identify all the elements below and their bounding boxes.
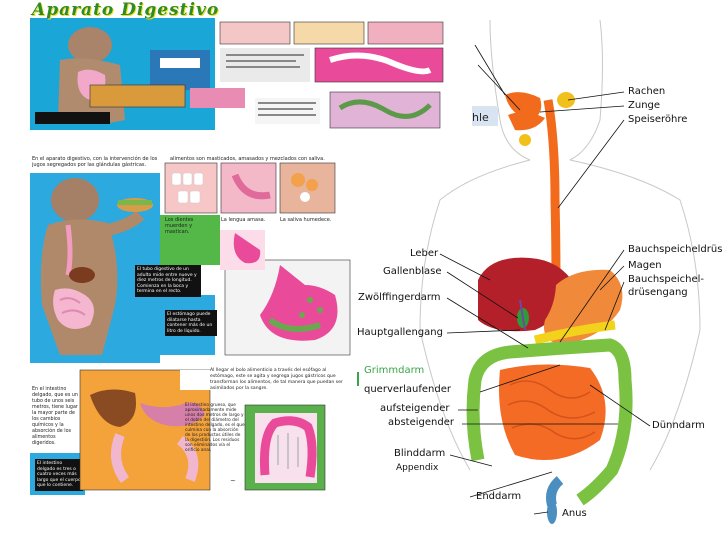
top-poster-artwork	[35, 21, 444, 129]
label-anus: Anus	[562, 508, 587, 519]
cap-tongue: La lengua amasa.	[221, 217, 266, 223]
tube-text-box: El tubo digestivo de un adulto mide entr…	[135, 265, 201, 297]
blood-text-box: El intestino delgado es tres o cuatro ve…	[35, 459, 83, 491]
label-appendix: Appendix	[396, 463, 439, 473]
cap-teeth: Los dientes muerden y mastican.	[165, 217, 194, 235]
mouth-cavity	[505, 92, 542, 120]
label-zunge: Zunge	[628, 100, 661, 111]
label-hauptgallengang: Hauptgallengang	[357, 327, 443, 338]
rectum	[546, 476, 564, 507]
middle-poster-artwork	[40, 162, 351, 356]
middle-poster: En el aparato digestivo, con la interven…	[30, 155, 355, 365]
pancreas	[533, 320, 616, 345]
gallbladder	[517, 308, 529, 328]
stomach	[544, 269, 623, 345]
intestine-text: En el intestino delgado, que es un tubo …	[32, 387, 78, 446]
mouth-text: alimentos son masticados, amasados y mez…	[170, 156, 325, 162]
large-intestine-text: El intestino grueso, que aproximadamente…	[185, 403, 245, 453]
label-blinddarm: Blinddarm	[394, 448, 446, 459]
colon	[466, 338, 633, 506]
salivary-gland	[519, 134, 531, 146]
anus-shape	[547, 500, 557, 524]
label-zwoelffingerdarm: Zwölffingerdarm	[358, 292, 441, 303]
liver	[478, 257, 575, 332]
label-grimmdarm: Grimmdarm	[364, 365, 425, 376]
label-bauchspeicheldruese: Bauchspeicheldrüs	[628, 244, 723, 255]
rachen-gland	[557, 92, 575, 108]
zunge-shape	[508, 112, 545, 131]
signature-mark: ~	[230, 477, 236, 485]
label-rachen: Rachen	[628, 86, 666, 97]
cut-label-tab: hle	[472, 106, 498, 126]
green-panel-bg	[160, 215, 220, 265]
label-bauchspeichel-1: Bauchspeichel-	[628, 274, 705, 285]
label-duenndarm: Dünndarm	[652, 420, 705, 431]
cap-saliva: La saliva humedece.	[280, 217, 332, 223]
bottom-poster-artwork: ~	[79, 369, 326, 491]
esophagus	[543, 99, 561, 291]
bolus-text: Al llegar el bolo alimenticio a través d…	[210, 368, 343, 391]
label-magen: Magen	[628, 260, 662, 271]
stomach-text-box: El estómago puede dilatarse hasta conten…	[165, 310, 217, 336]
label-enddarm: Enddarm	[476, 491, 522, 502]
label-bauchspeichel-2: drüsengang	[628, 287, 688, 298]
label-gallenblase: Gallenblase	[383, 266, 442, 277]
label-absteigender: absteigender	[388, 417, 454, 428]
label-leber: Leber	[410, 248, 439, 259]
top-poster: Aparato Digestivo	[30, 0, 445, 130]
label-querverlaufender: querverlaufender	[364, 384, 451, 395]
intro-text: En el aparato digestivo, con la interven…	[32, 156, 158, 168]
small-intestine	[499, 364, 606, 460]
label-aufsteigender: aufsteigender	[380, 403, 450, 414]
bottom-poster: En el intestino delgado, que es un tubo …	[30, 365, 355, 495]
label-speiseroehre: Speiseröhre	[628, 114, 688, 125]
top-poster-title: Aparato Digestivo	[32, 0, 220, 20]
